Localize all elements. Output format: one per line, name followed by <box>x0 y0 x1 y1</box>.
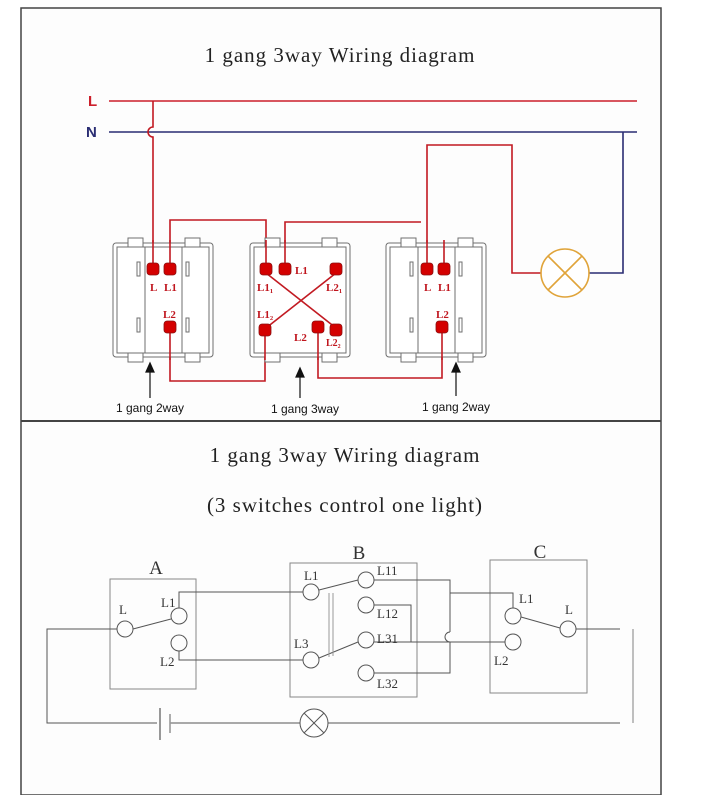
schematic-lines <box>46 559 620 724</box>
switch-A-box <box>109 578 197 690</box>
B-label-L1: L1 <box>304 568 318 583</box>
s2-label-L12: L1₂ <box>257 309 274 321</box>
switch-C-box <box>489 559 588 694</box>
s1-label-L: L <box>150 282 157 294</box>
A-label-L: L <box>119 602 127 617</box>
s2-terminal-L1 <box>278 262 292 276</box>
B-switch-arm-bottom <box>318 641 359 659</box>
switch-B-name: B <box>353 543 366 564</box>
B-label-L32: L32 <box>377 676 398 691</box>
switch-C-name: C <box>534 542 547 563</box>
s3-terminal-L <box>420 262 434 276</box>
s1-label-L2: L2 <box>163 309 176 321</box>
B-terminal-L31 <box>357 631 375 649</box>
s1-terminal-L2 <box>163 320 177 334</box>
s1-label-L1: L1 <box>164 282 177 294</box>
switch-2-caption: 1 gang 3way <box>271 402 339 416</box>
switch-1-gang-2way-left <box>112 237 214 363</box>
C-label-L: L <box>565 602 573 617</box>
s2-terminal-L11 <box>259 262 273 276</box>
s2-terminal-L22 <box>329 323 343 337</box>
switch-1-gang-2way-right <box>385 237 487 363</box>
wire-B-to-C-L1 <box>450 592 514 608</box>
C-switch-arm <box>520 616 561 629</box>
switch-B-box <box>289 562 418 698</box>
schematic-labels: A B C L L1 L2 L1 L3 L11 L12 L31 L32 L1 L… <box>119 542 573 691</box>
switch-1-caption: 1 gang 2way <box>116 401 184 415</box>
wire-s3L-to-lamp <box>426 144 541 274</box>
lamp-icon-schematic <box>299 708 329 738</box>
B-switch-arm-top <box>318 579 359 591</box>
B-label-L12: L12 <box>377 606 398 621</box>
caption-arrows <box>145 361 461 398</box>
terminal-labels: L L1 L2 L1 L1₁ L2₁ L1₂ L2 L2₂ L L1 L2 <box>150 265 451 349</box>
s1-terminal-L1 <box>163 262 177 276</box>
neutral-to-lamp-wire <box>588 132 624 274</box>
s3-label-L2: L2 <box>436 309 449 321</box>
top-title: 1 gang 3way Wiring diagram <box>205 43 476 67</box>
s1-terminal-L <box>146 262 160 276</box>
neutral-label: N <box>86 124 97 141</box>
s3-label-L1: L1 <box>438 282 451 294</box>
wire-A-L1-to-B-L1 <box>178 591 303 608</box>
B-label-L11: L11 <box>377 563 397 578</box>
switch-3-caption: 1 gang 2way <box>422 400 490 414</box>
lamp-icon <box>540 248 590 298</box>
A-label-L2: L2 <box>160 654 174 669</box>
s2-label-L21: L2₁ <box>326 282 342 294</box>
wire-A-L2-to-B-L3 <box>178 651 303 661</box>
bottom-title: 1 gang 3way Wiring diagram <box>210 443 481 467</box>
s3-label-L: L <box>424 282 431 294</box>
s2-label-L1: L1 <box>295 265 308 277</box>
s2-terminal-L21 <box>329 262 343 276</box>
C-label-L1: L1 <box>519 591 533 606</box>
s3-terminal-L1 <box>437 262 451 276</box>
wire-live-to-switch1-L <box>147 101 154 269</box>
wire-B-L11 <box>374 579 451 632</box>
C-label-L2: L2 <box>494 653 508 668</box>
A-switch-arm <box>132 618 172 630</box>
terminals <box>146 262 451 337</box>
wire-B-L12-L31-link <box>374 604 412 643</box>
bottom-panel: 1 gang 3way Wiring diagram (3 switches c… <box>46 443 634 740</box>
A-label-L1: L1 <box>161 595 175 610</box>
top-panel: 1 gang 3way Wiring diagram L N <box>86 43 637 416</box>
battery-icon <box>159 708 171 740</box>
s2-label-L2: L2 <box>294 332 307 344</box>
B-label-L31: L31 <box>377 631 398 646</box>
s2-terminal-L2 <box>311 320 325 334</box>
wire-return-left <box>46 628 157 724</box>
s2-terminal-L12 <box>258 323 272 337</box>
s3-terminal-L2 <box>435 320 449 334</box>
switch-A-name: A <box>149 558 163 579</box>
s2-label-L22: L2₂ <box>326 338 341 349</box>
bottom-subtitle: (3 switches control one light) <box>207 493 483 517</box>
B-label-L3: L3 <box>294 636 308 651</box>
s2-label-L11: L1₁ <box>257 282 273 294</box>
live-label: L <box>88 93 97 110</box>
outer-frame <box>20 7 662 795</box>
